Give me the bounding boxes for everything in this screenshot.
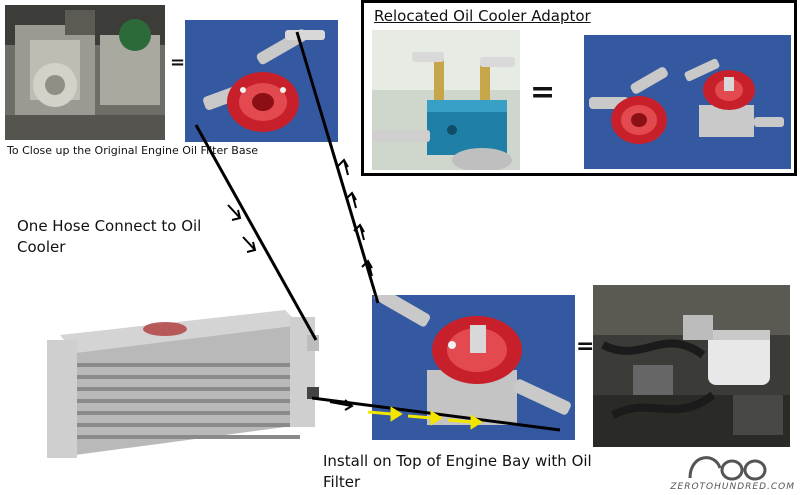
one-hose-caption: One Hose Connect to Oil Cooler [17,217,202,256]
logo-icon [688,456,767,481]
original-base-caption: To Close up the Original Engine Oil Filt… [7,144,259,157]
equals-sign-bottom: = [576,334,595,359]
adapter-on-carpet-photo [185,20,338,142]
engine-filter-base-photo [5,5,165,140]
filter-mount-adapter-photo [372,295,575,440]
oil-cooler-photo [45,295,320,460]
blue-adaptor-photo [372,30,520,170]
adaptor-pair-photo [584,35,791,169]
inset-equals-sign: = [530,75,556,110]
site-watermark: ZEROTOHUNDRED.COM [660,448,795,492]
equals-sign-top-left: = [170,52,186,73]
install-caption: Install on Top of Engine Bay with Oil Fi… [323,452,592,491]
watermark-text: ZEROTOHUNDRED.COM [670,482,795,492]
engine-bay-photo [593,285,790,447]
relocated-adaptor-title: Relocated Oil Cooler Adaptor [374,7,591,25]
relocated-adaptor-panel: Relocated Oil Cooler Adaptor = [361,0,797,176]
